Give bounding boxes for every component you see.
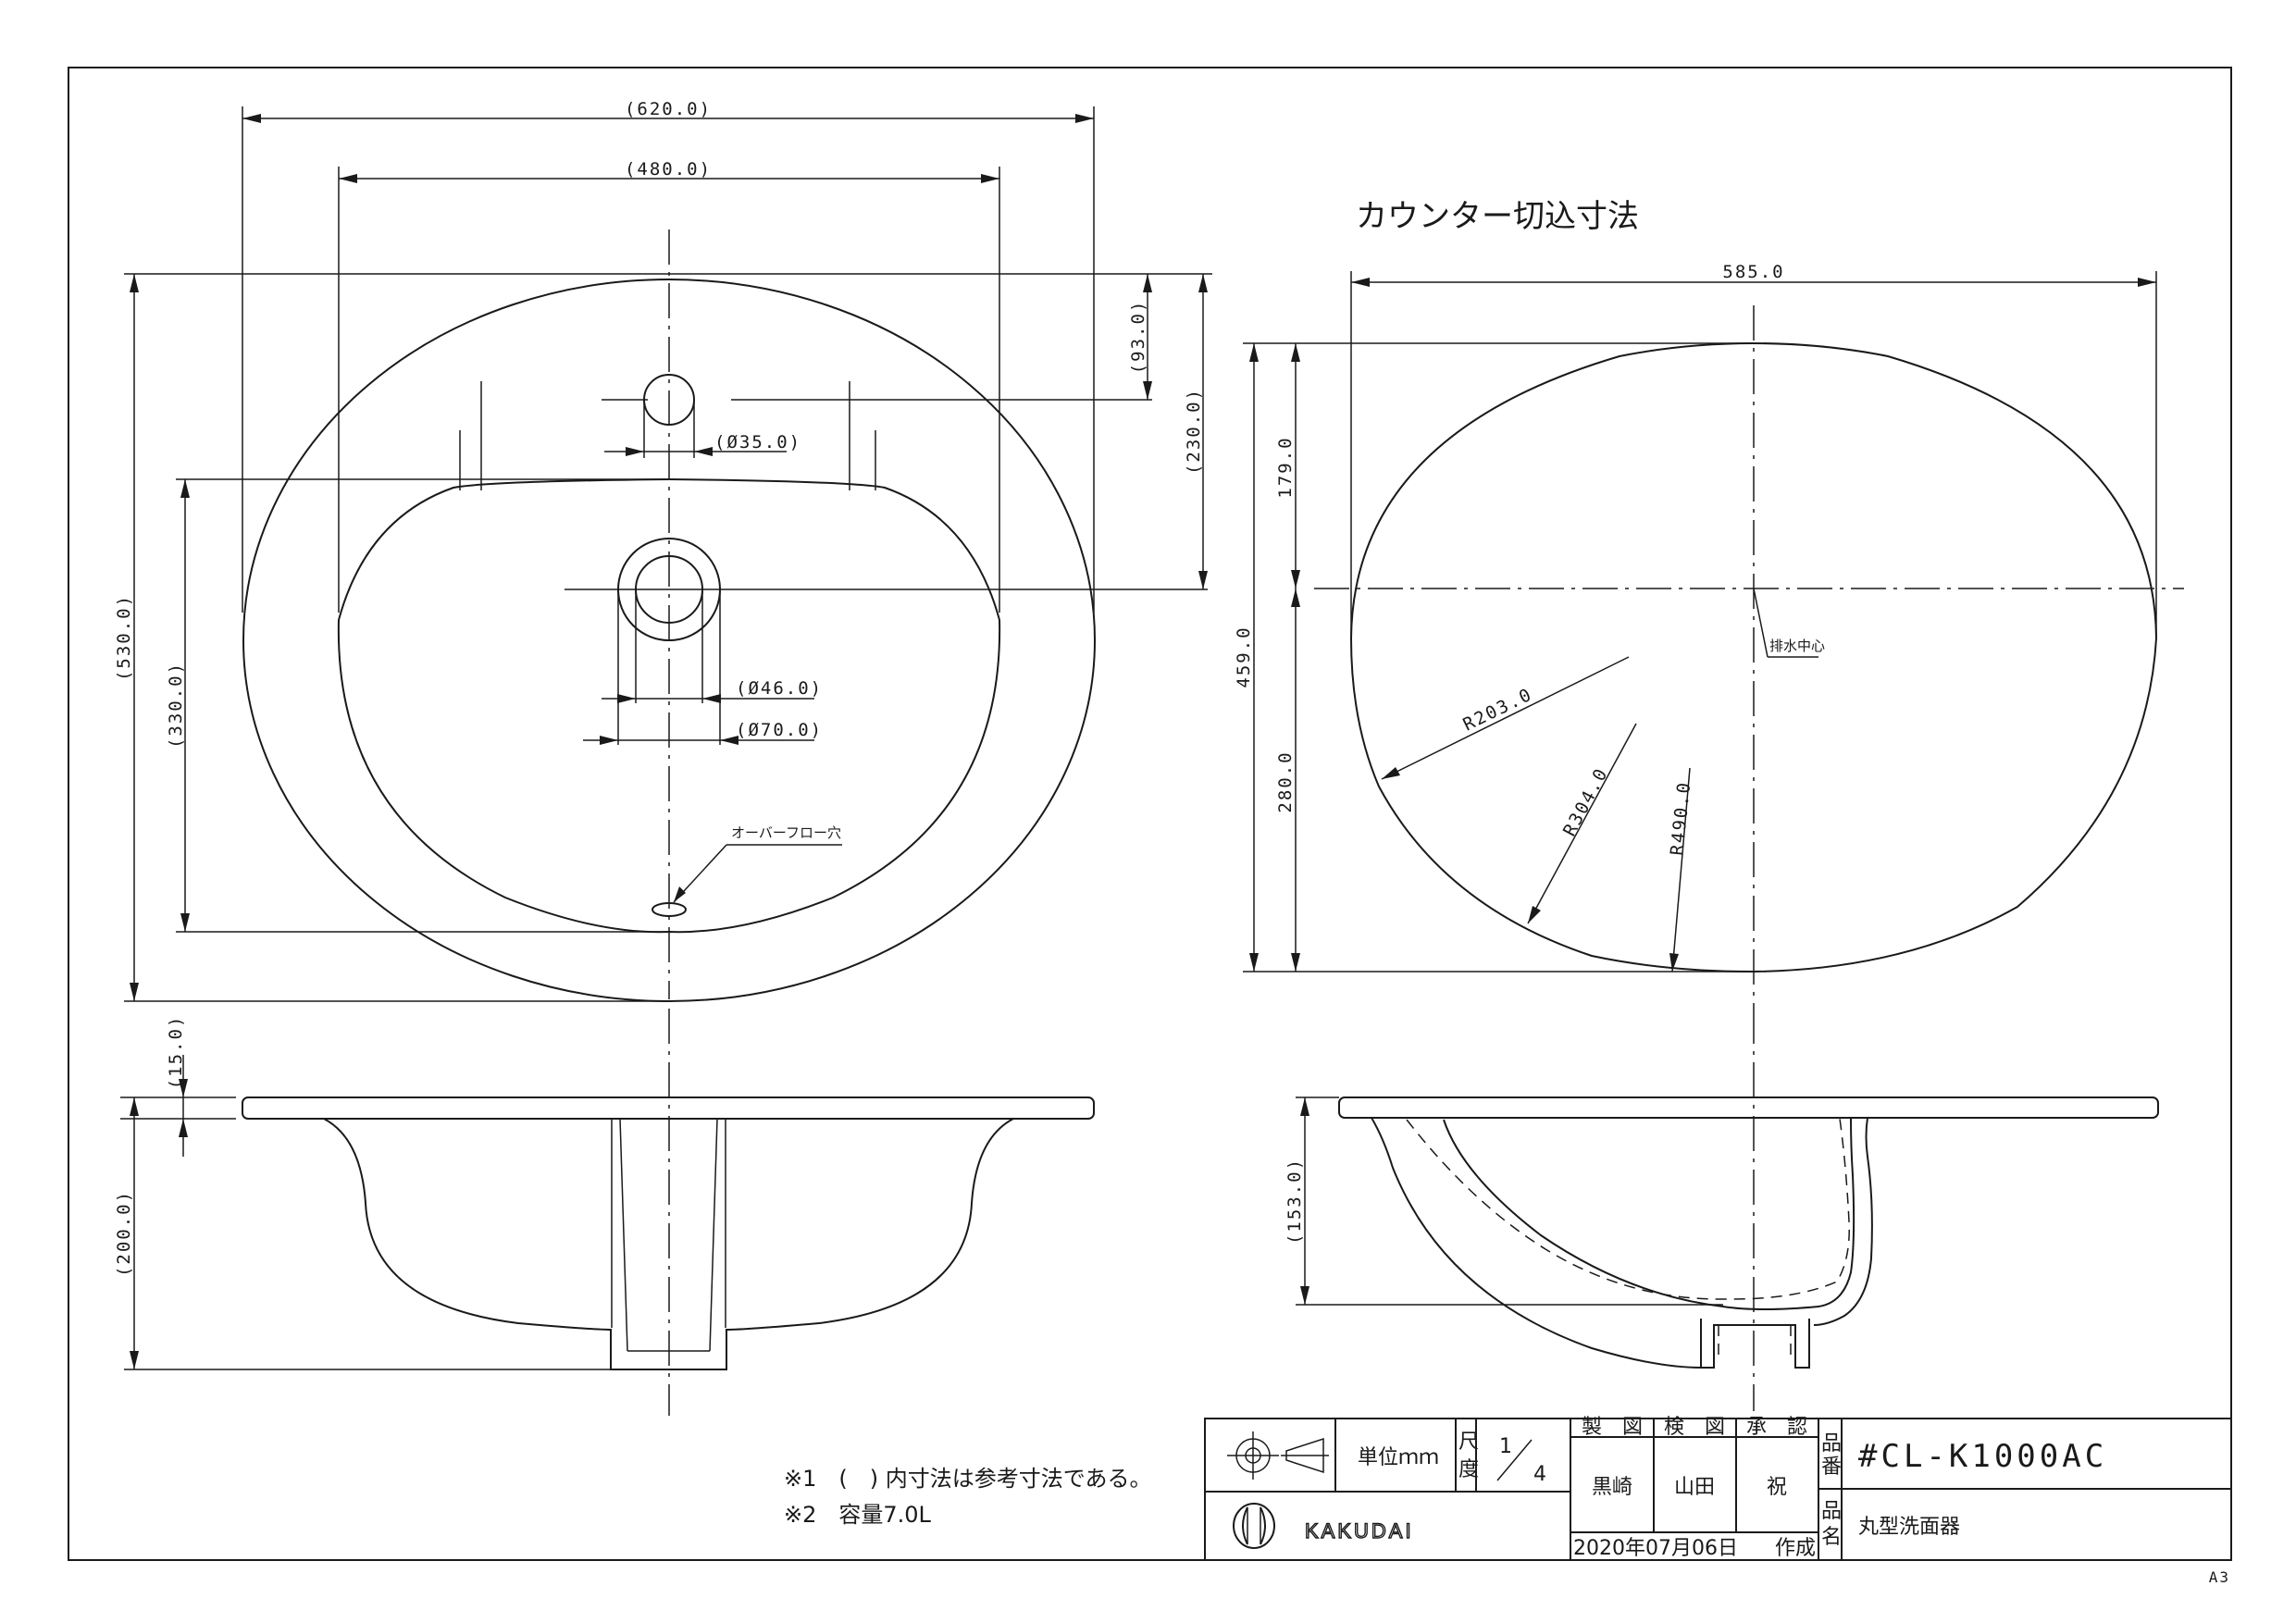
dim-width-outer: (620.0) bbox=[625, 99, 712, 119]
unit-label: 単位ｍｍ bbox=[1358, 1446, 1439, 1469]
dim-radius-2: R304.0 bbox=[1559, 764, 1612, 840]
dim-drain-offset: (230.0) bbox=[1184, 388, 1204, 475]
part-number: #CL-K1000AC bbox=[1858, 1438, 2107, 1475]
part-no-label-2: 番 bbox=[1821, 1456, 1842, 1479]
dim-width-inner: (480.0) bbox=[625, 159, 712, 180]
drain-center-label: 排水中心 bbox=[1769, 638, 1825, 654]
dim-height-outer: (530.0) bbox=[114, 594, 134, 681]
title-block: 単位ｍｍ 尺 度 1 4 製 図 検 図 承 認 黒崎 山田 祝 品 番 #CL… bbox=[1204, 1416, 2232, 1561]
dim-drain-inner: (Ø46.0) bbox=[736, 678, 823, 699]
part-name-label-1: 品 bbox=[1821, 1500, 1842, 1523]
side-rim bbox=[242, 1096, 1095, 1120]
section-bowl bbox=[1443, 1117, 1855, 1310]
brand-name: KAKUDAI bbox=[1305, 1519, 1414, 1542]
section-hidden-line bbox=[1406, 1118, 1850, 1300]
checked-header: 検 図 bbox=[1664, 1416, 1725, 1439]
projection-symbol-icon bbox=[1227, 1431, 1329, 1480]
dim-faucet-offset: (93.0) bbox=[1128, 300, 1148, 375]
part-no-label-1: 品 bbox=[1821, 1432, 1842, 1456]
drawn-by: 黒崎 bbox=[1592, 1476, 1632, 1499]
drawing-date: 2020年07月06日 bbox=[1573, 1537, 1738, 1560]
dim-cutout-upper: 179.0 bbox=[1275, 436, 1296, 498]
dim-drain-outer: (Ø70.0) bbox=[736, 720, 823, 740]
note-2: ※2 容量7.0L bbox=[784, 1502, 932, 1528]
approved-by: 祝 bbox=[1767, 1476, 1787, 1499]
section-view: (153.0) bbox=[1285, 1009, 2159, 1411]
scale-numerator: 1 bbox=[1499, 1435, 1512, 1458]
scale-label-1: 尺 bbox=[1458, 1431, 1479, 1454]
dim-cutout-lower: 280.0 bbox=[1275, 750, 1296, 812]
dim-rim: (15.0) bbox=[166, 1015, 186, 1090]
kakudai-logo-icon bbox=[1233, 1503, 1275, 1549]
scale-label-2: 度 bbox=[1458, 1458, 1479, 1481]
approved-header: 承 認 bbox=[1746, 1416, 1807, 1439]
front-view: (620.0) (480.0) (530.0) (330.0) (93.0) bbox=[114, 99, 1212, 1002]
drawn-header: 製 図 bbox=[1582, 1416, 1643, 1439]
cutout-outline bbox=[1349, 341, 2158, 973]
dim-radius-1: R203.0 bbox=[1460, 684, 1536, 735]
scale-denominator: 4 bbox=[1533, 1463, 1546, 1486]
section-rim bbox=[1338, 1096, 2159, 1119]
drawing-frame bbox=[68, 67, 2232, 1561]
side-bowl bbox=[323, 1118, 1014, 1370]
dim-depth: (200.0) bbox=[114, 1190, 134, 1277]
dim-faucet-hole: (Ø35.0) bbox=[714, 432, 801, 452]
overflow-label: オーバーフロー穴 bbox=[731, 824, 841, 841]
dim-height-inner: (330.0) bbox=[166, 662, 186, 749]
note-1: ※1 ( ) 内寸法は参考寸法である。 bbox=[784, 1466, 1152, 1492]
sheet-size: A3 bbox=[2209, 1568, 2230, 1586]
cutout-view: カウンター切込寸法 排水中心 585.0 459.0 179.0 280.0 bbox=[1234, 198, 2184, 1009]
dim-cutout-total-height: 459.0 bbox=[1234, 626, 1254, 688]
part-name: 丸型洗面器 bbox=[1858, 1516, 1960, 1539]
dim-radius-3: R490.0 bbox=[1667, 780, 1694, 856]
side-view: (15.0) (200.0) bbox=[114, 1009, 1095, 1416]
part-name-label-2: 名 bbox=[1821, 1526, 1842, 1549]
created-label: 作成 bbox=[1775, 1537, 1816, 1560]
checked-by: 山田 bbox=[1674, 1476, 1715, 1499]
dim-cutout-width: 585.0 bbox=[1722, 262, 1784, 282]
cutout-title: カウンター切込寸法 bbox=[1356, 198, 1639, 235]
dim-section-depth: (153.0) bbox=[1285, 1158, 1305, 1245]
basin-inner-bowl bbox=[337, 477, 1001, 934]
